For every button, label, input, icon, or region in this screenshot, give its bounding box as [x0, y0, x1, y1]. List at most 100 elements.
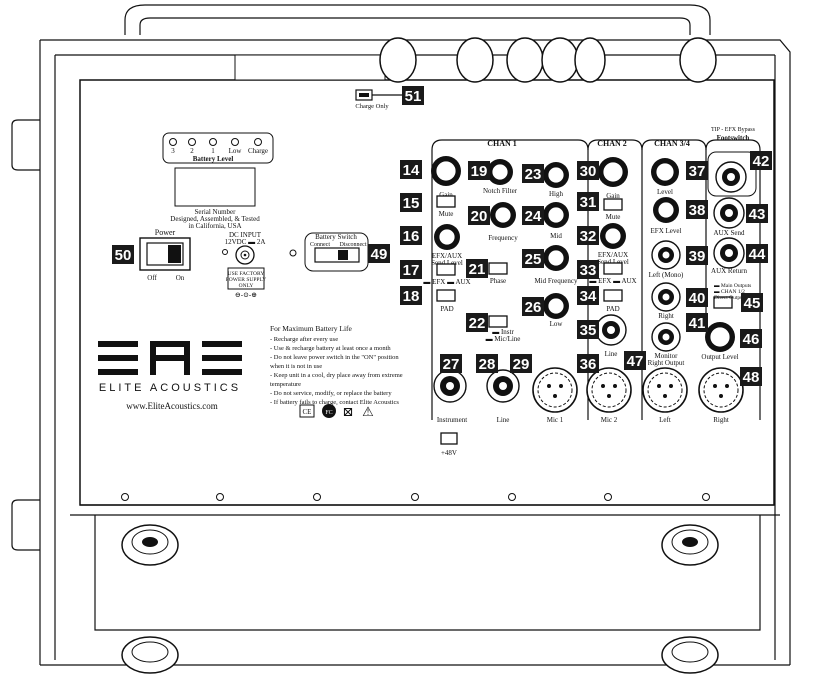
chan2-gain-knob[interactable] [598, 157, 628, 187]
chan1-mid-knob[interactable] [543, 202, 569, 228]
callout-15: 15 [400, 193, 422, 212]
led-label-1: 1 [211, 147, 215, 155]
svg-text:47: 47 [627, 353, 644, 370]
chan1-low-knob[interactable] [543, 293, 569, 319]
monitor-label: Monitor [655, 352, 679, 360]
chan1-notch-label: Notch Filter [483, 187, 518, 195]
chan34-right-jack[interactable] [651, 282, 681, 312]
callout-46: 46 [740, 329, 762, 348]
use-factory-line1: USE FACTORY [228, 271, 265, 277]
chan1-mid-freq-label: Mid Frequency [535, 277, 578, 285]
chan1-phase-button[interactable] [488, 262, 508, 275]
notes-line: when it is not in use [270, 363, 322, 370]
location-label: in California, USA [188, 222, 241, 230]
aux-return-jack[interactable] [713, 237, 745, 269]
left-output-xlr-jack[interactable] [642, 367, 688, 413]
footswitch-jack[interactable] [715, 161, 747, 193]
svg-text:24: 24 [525, 208, 542, 225]
svg-text:18: 18 [403, 288, 420, 305]
chan2-efx-aux-switch[interactable] [603, 262, 623, 275]
battery-level-panel: 3 2 1 Low Charge Battery Level Serial Nu… [162, 132, 274, 230]
channel-frames: CHAN 1 CHAN 2 CHAN 3/4 TIP - EFX Bypass … [431, 127, 761, 420]
mic1-xlr-jack[interactable] [532, 367, 578, 413]
output-mode-switch[interactable] [713, 296, 733, 309]
svg-text:40: 40 [689, 290, 706, 307]
output-level-label: Output Level [701, 353, 738, 361]
callout-27: 27 [440, 354, 462, 373]
callout-16: 16 [400, 226, 422, 245]
fcc-mark-icon: FC [325, 410, 332, 416]
led-label-charge: Charge [248, 147, 268, 155]
svg-text:19: 19 [471, 163, 488, 180]
chan2-mute-button[interactable] [603, 198, 623, 211]
mic2-xlr-jack[interactable] [586, 367, 632, 413]
svg-text:31: 31 [580, 194, 597, 211]
notes-line: - Use & recharge battery at least once a… [270, 345, 391, 352]
chan1-line-jack[interactable] [486, 369, 520, 403]
use-factory-line3: ONLY [239, 283, 254, 289]
chan1-pad-button[interactable] [436, 289, 456, 302]
chan2-pad-button[interactable] [603, 289, 623, 302]
notes-line: - Do not leave power switch in the "ON" … [270, 354, 399, 361]
callout-40: 40 [686, 288, 708, 307]
chan34-efx-level-label: EFX Level [651, 227, 682, 235]
callout-24: 24 [522, 206, 544, 225]
led-label-2: 2 [190, 147, 194, 155]
callout-21: 21 [466, 259, 488, 278]
dc-input-group: DC INPUT 12VDC ▬ 2A USE FACTORY POWER SU… [222, 231, 266, 299]
notes-line: - Recharge after every use [270, 336, 338, 343]
notes-line: - Do not service, modify, or replace the… [270, 390, 392, 397]
chan1-efx-aux-toggle-label: ▬ EFX ▬ AUX [423, 278, 470, 286]
svg-text:34: 34 [580, 288, 597, 305]
battery-switch[interactable] [314, 247, 360, 263]
chan1-line-label: Line [497, 416, 510, 424]
right-output-label: Right Output [648, 359, 685, 367]
output-level-knob[interactable] [705, 322, 735, 352]
top-knob-silhouettes [234, 37, 717, 83]
chan1-frequency-knob[interactable] [490, 202, 516, 228]
chan1-efx-aux-switch[interactable] [436, 263, 456, 276]
knobs: Gain EFX/AUX Send Level Notch Filter Fre… [431, 156, 739, 361]
footswitch-tip: TIP - EFX Bypass [711, 127, 756, 133]
chan1-instr-micline-switch[interactable] [488, 315, 508, 328]
chan1-mid-frequency-knob[interactable] [543, 245, 569, 271]
usb-charge-port: Charge Only [355, 89, 402, 110]
chan2-send-level-label: Send Level [597, 258, 629, 266]
callout-51: 51 [402, 86, 424, 105]
svg-text:43: 43 [749, 206, 766, 223]
monitor-right-output-jack[interactable] [651, 322, 681, 352]
chassis [11, 4, 791, 674]
serial-number-label: Serial Number [194, 208, 236, 216]
callout-48: 48 [740, 367, 762, 386]
callout-39: 39 [686, 246, 708, 265]
power-title: Power [155, 228, 176, 237]
chan1-mute-button[interactable] [436, 195, 456, 208]
chan1-instrument-jack[interactable] [433, 369, 467, 403]
left-mono-label: Left (Mono) [649, 271, 684, 279]
chan2-pad-label: PAD [606, 305, 619, 313]
chan1-phase-label: Phase [490, 277, 506, 285]
phantom-power-button[interactable] [440, 432, 458, 445]
callout-45: 45 [741, 293, 763, 312]
callout-35: 35 [577, 320, 599, 339]
chan1-efx-aux-label: EFX/AUX [432, 252, 462, 260]
chan1-notch-filter-knob[interactable] [487, 159, 513, 185]
chan34-level-knob[interactable] [651, 158, 679, 186]
chan2-line-jack[interactable] [595, 314, 627, 346]
battery-notes: For Maximum Battery Life - Recharge afte… [270, 324, 403, 406]
callout-23: 23 [522, 164, 544, 183]
svg-text:50: 50 [115, 247, 132, 264]
chan34-left-mono-jack[interactable] [651, 240, 681, 270]
right-output-xlr-jack[interactable] [698, 367, 744, 413]
chan1-high-knob[interactable] [543, 162, 569, 188]
chan1-gain-knob[interactable] [431, 156, 461, 186]
chan2-efx-send-knob[interactable] [600, 223, 626, 249]
led-label-3: 3 [171, 147, 175, 155]
callout-17: 17 [400, 260, 422, 279]
callout-34: 34 [577, 286, 599, 305]
chan1-efx-send-knob[interactable] [434, 224, 460, 250]
certification-marks: CE FC ⊠ ⚠ [299, 404, 374, 419]
aux-send-jack[interactable] [713, 197, 745, 229]
chan34-efx-level-knob[interactable] [653, 197, 679, 223]
dc-input-line1: DC INPUT [229, 231, 262, 239]
